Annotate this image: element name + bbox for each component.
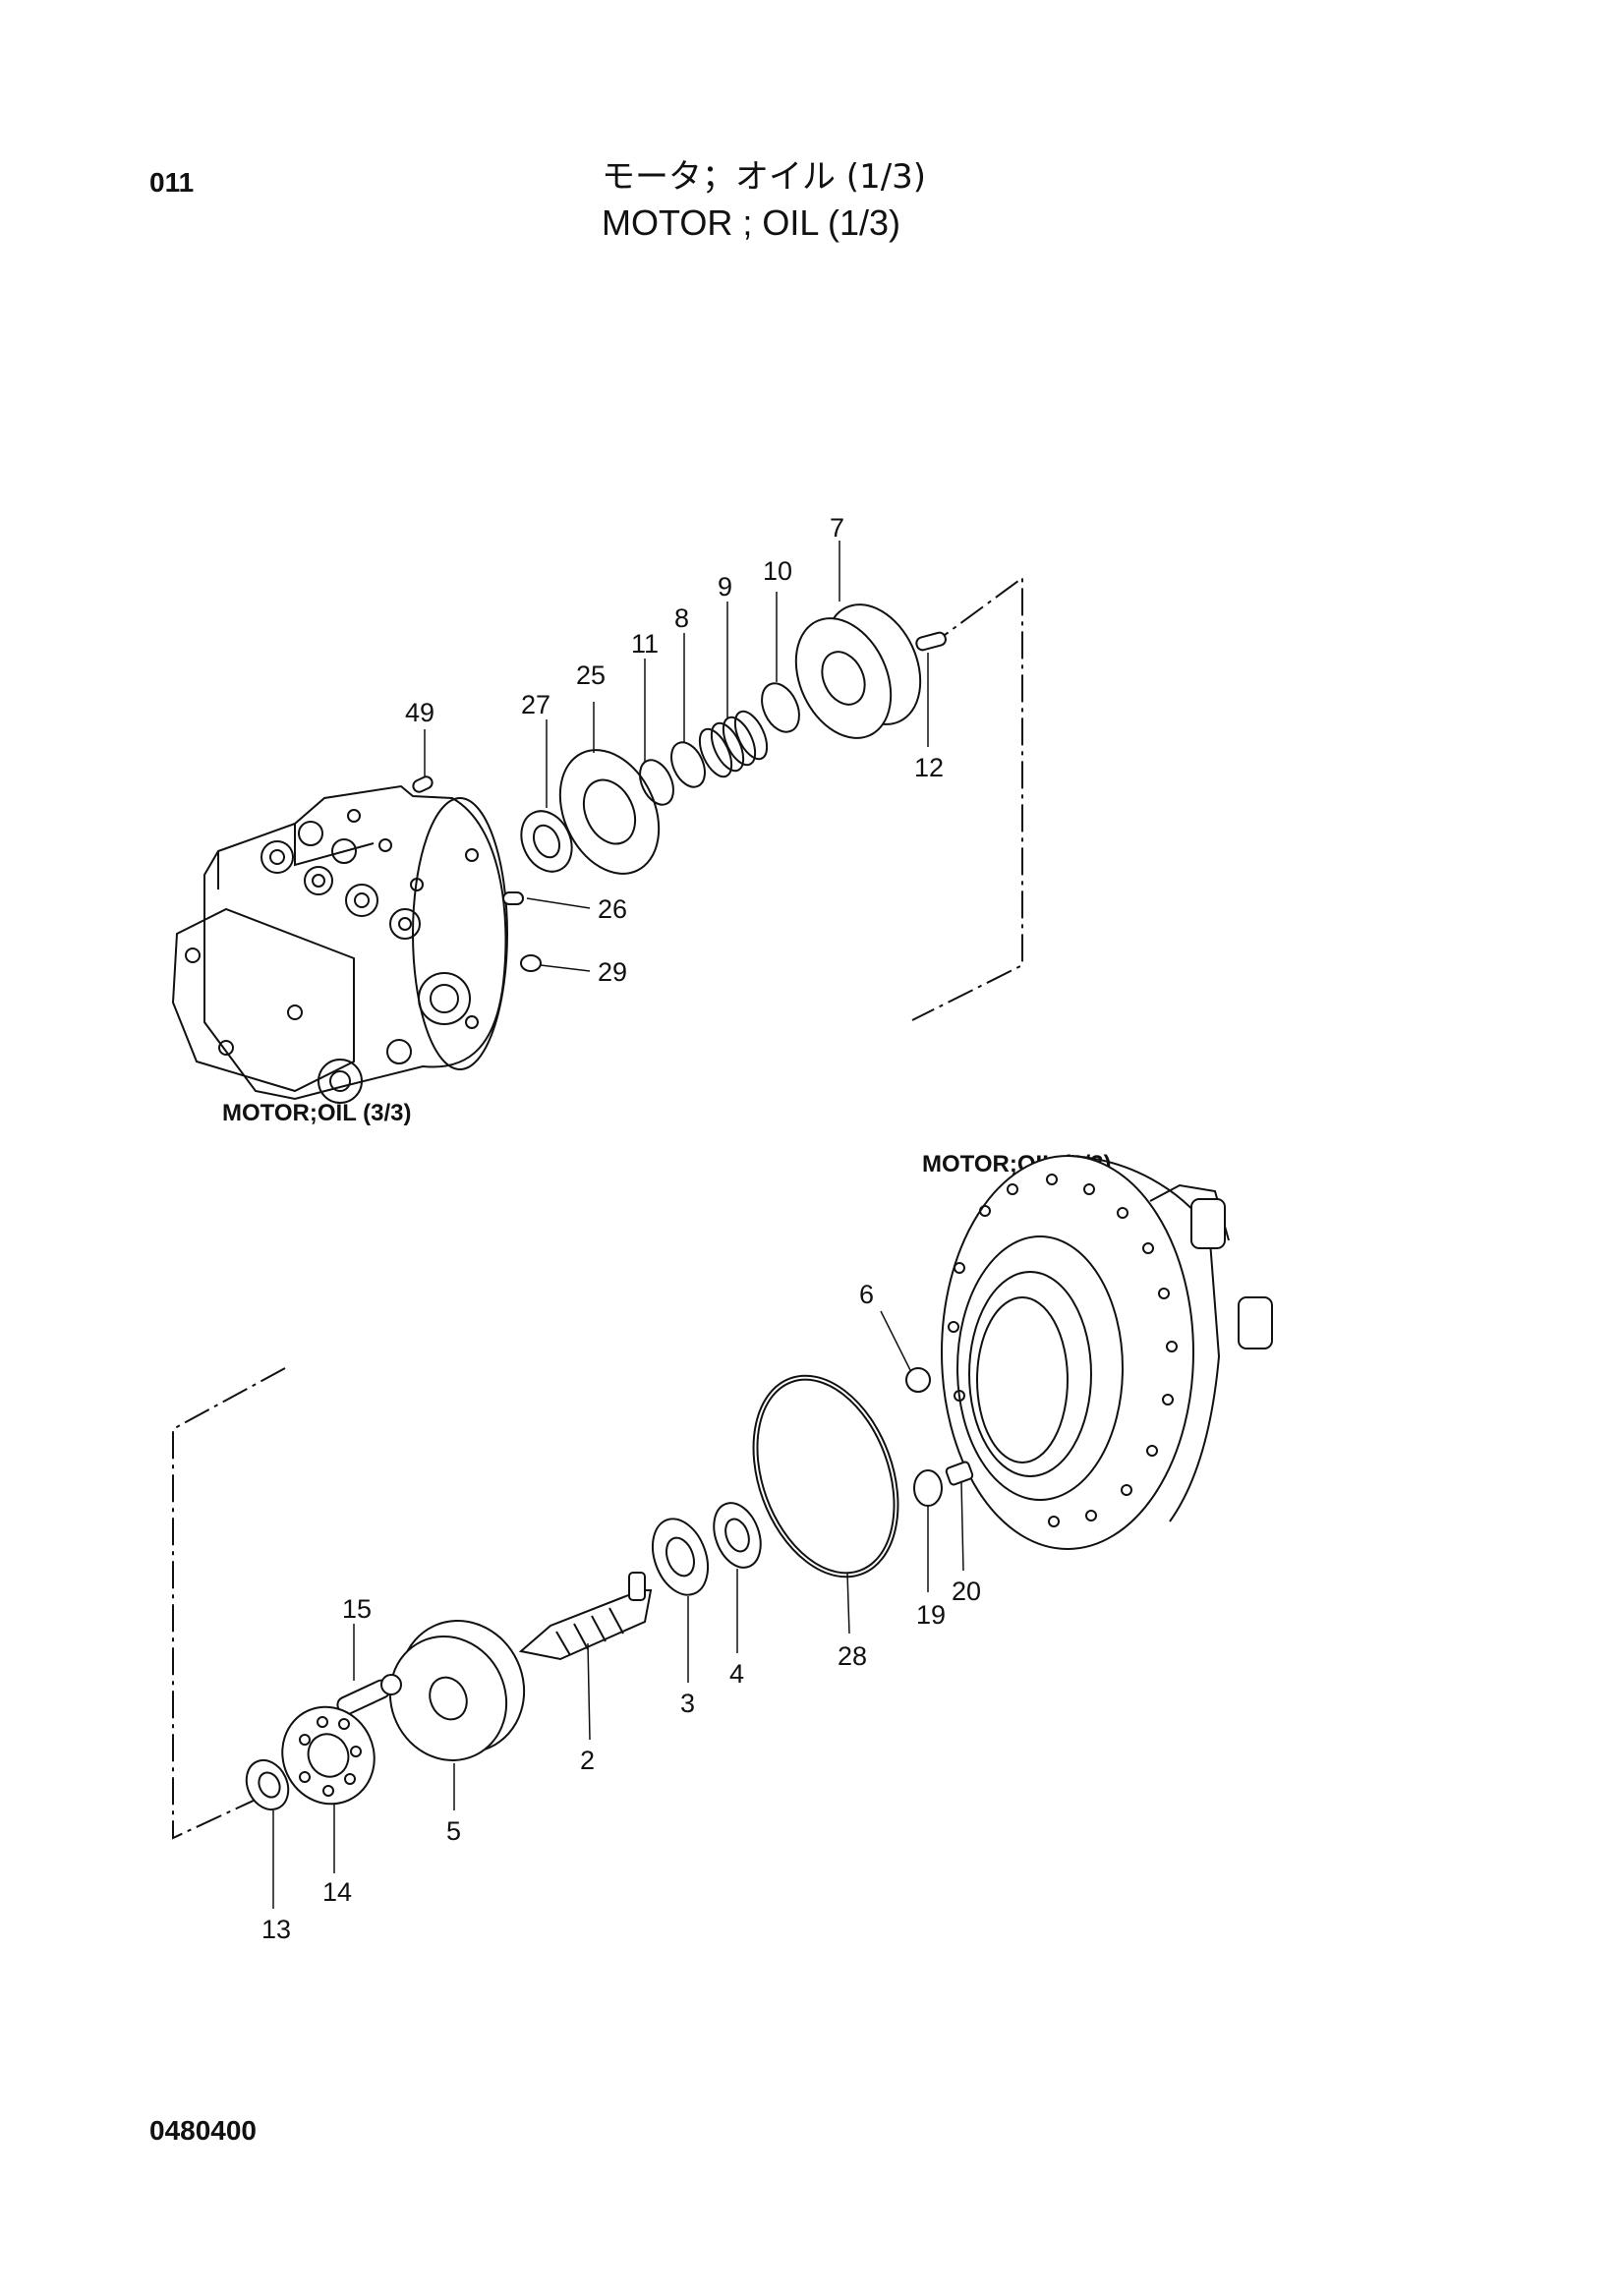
part-10-ring — [761, 592, 800, 733]
part-12-pin — [915, 631, 947, 747]
part-9-spring — [698, 602, 769, 778]
callout-6: 6 — [859, 1280, 874, 1309]
callout-10: 10 — [763, 556, 792, 586]
lower-assembly-bracket — [172, 1367, 286, 1840]
callout-15: 15 — [342, 1594, 372, 1624]
part-3-bearing — [651, 1518, 710, 1683]
callout-25: 25 — [576, 660, 606, 690]
part-15-pin — [336, 1624, 402, 1716]
callout-27: 27 — [521, 690, 550, 719]
part-13-ring — [245, 1758, 290, 1909]
part-25-plate — [558, 702, 661, 875]
callout-26: 26 — [598, 894, 627, 924]
callout-20: 20 — [952, 1577, 981, 1606]
callout-49: 49 — [405, 698, 434, 727]
callout-28: 28 — [838, 1641, 867, 1671]
callout-4: 4 — [729, 1659, 744, 1689]
callout-11: 11 — [631, 629, 659, 659]
part-20-screw — [945, 1461, 974, 1572]
motor-housing — [171, 784, 508, 1104]
callout-29: 29 — [598, 957, 627, 987]
part-28-oring — [752, 1374, 899, 1635]
callout-12: 12 — [914, 753, 944, 782]
callout-19: 19 — [916, 1600, 946, 1630]
part-19-plug — [913, 1469, 943, 1592]
part-14-retainer-plate — [281, 1705, 376, 1873]
part-6-ball — [880, 1310, 931, 1393]
part-26-pin — [502, 891, 591, 909]
part-8-ring — [670, 633, 706, 788]
document-number: 0480400 — [149, 2115, 258, 2146]
callout-5: 5 — [446, 1816, 461, 1846]
part-11-snap-ring — [639, 659, 674, 806]
part-4-bearing — [713, 1502, 762, 1653]
part-2-shaft — [518, 1572, 653, 1741]
callout-9: 9 — [718, 572, 732, 602]
part-49-pin — [412, 729, 434, 793]
part-5-plate — [388, 1620, 526, 1810]
title-english: MOTOR ; OIL (1/3) — [602, 202, 901, 243]
part-7-piston — [794, 541, 922, 739]
page-code: 011 — [149, 167, 195, 198]
callout-7: 7 — [830, 513, 844, 543]
upper-assembly-bracket — [911, 576, 1023, 1021]
callout-13: 13 — [261, 1915, 291, 1944]
callout-14: 14 — [322, 1877, 352, 1907]
callout-8: 8 — [674, 603, 689, 633]
motor-flange-housing — [941, 1155, 1273, 1550]
ref-motor-oil-3-3: MOTOR;OIL (3/3) — [222, 1100, 411, 1126]
title-japanese: モータ；オイル (1/3) — [602, 157, 927, 197]
part-29-oring — [520, 954, 591, 972]
callout-3: 3 — [680, 1689, 695, 1718]
part-27-bearing — [520, 719, 573, 873]
callout-2: 2 — [580, 1746, 595, 1775]
